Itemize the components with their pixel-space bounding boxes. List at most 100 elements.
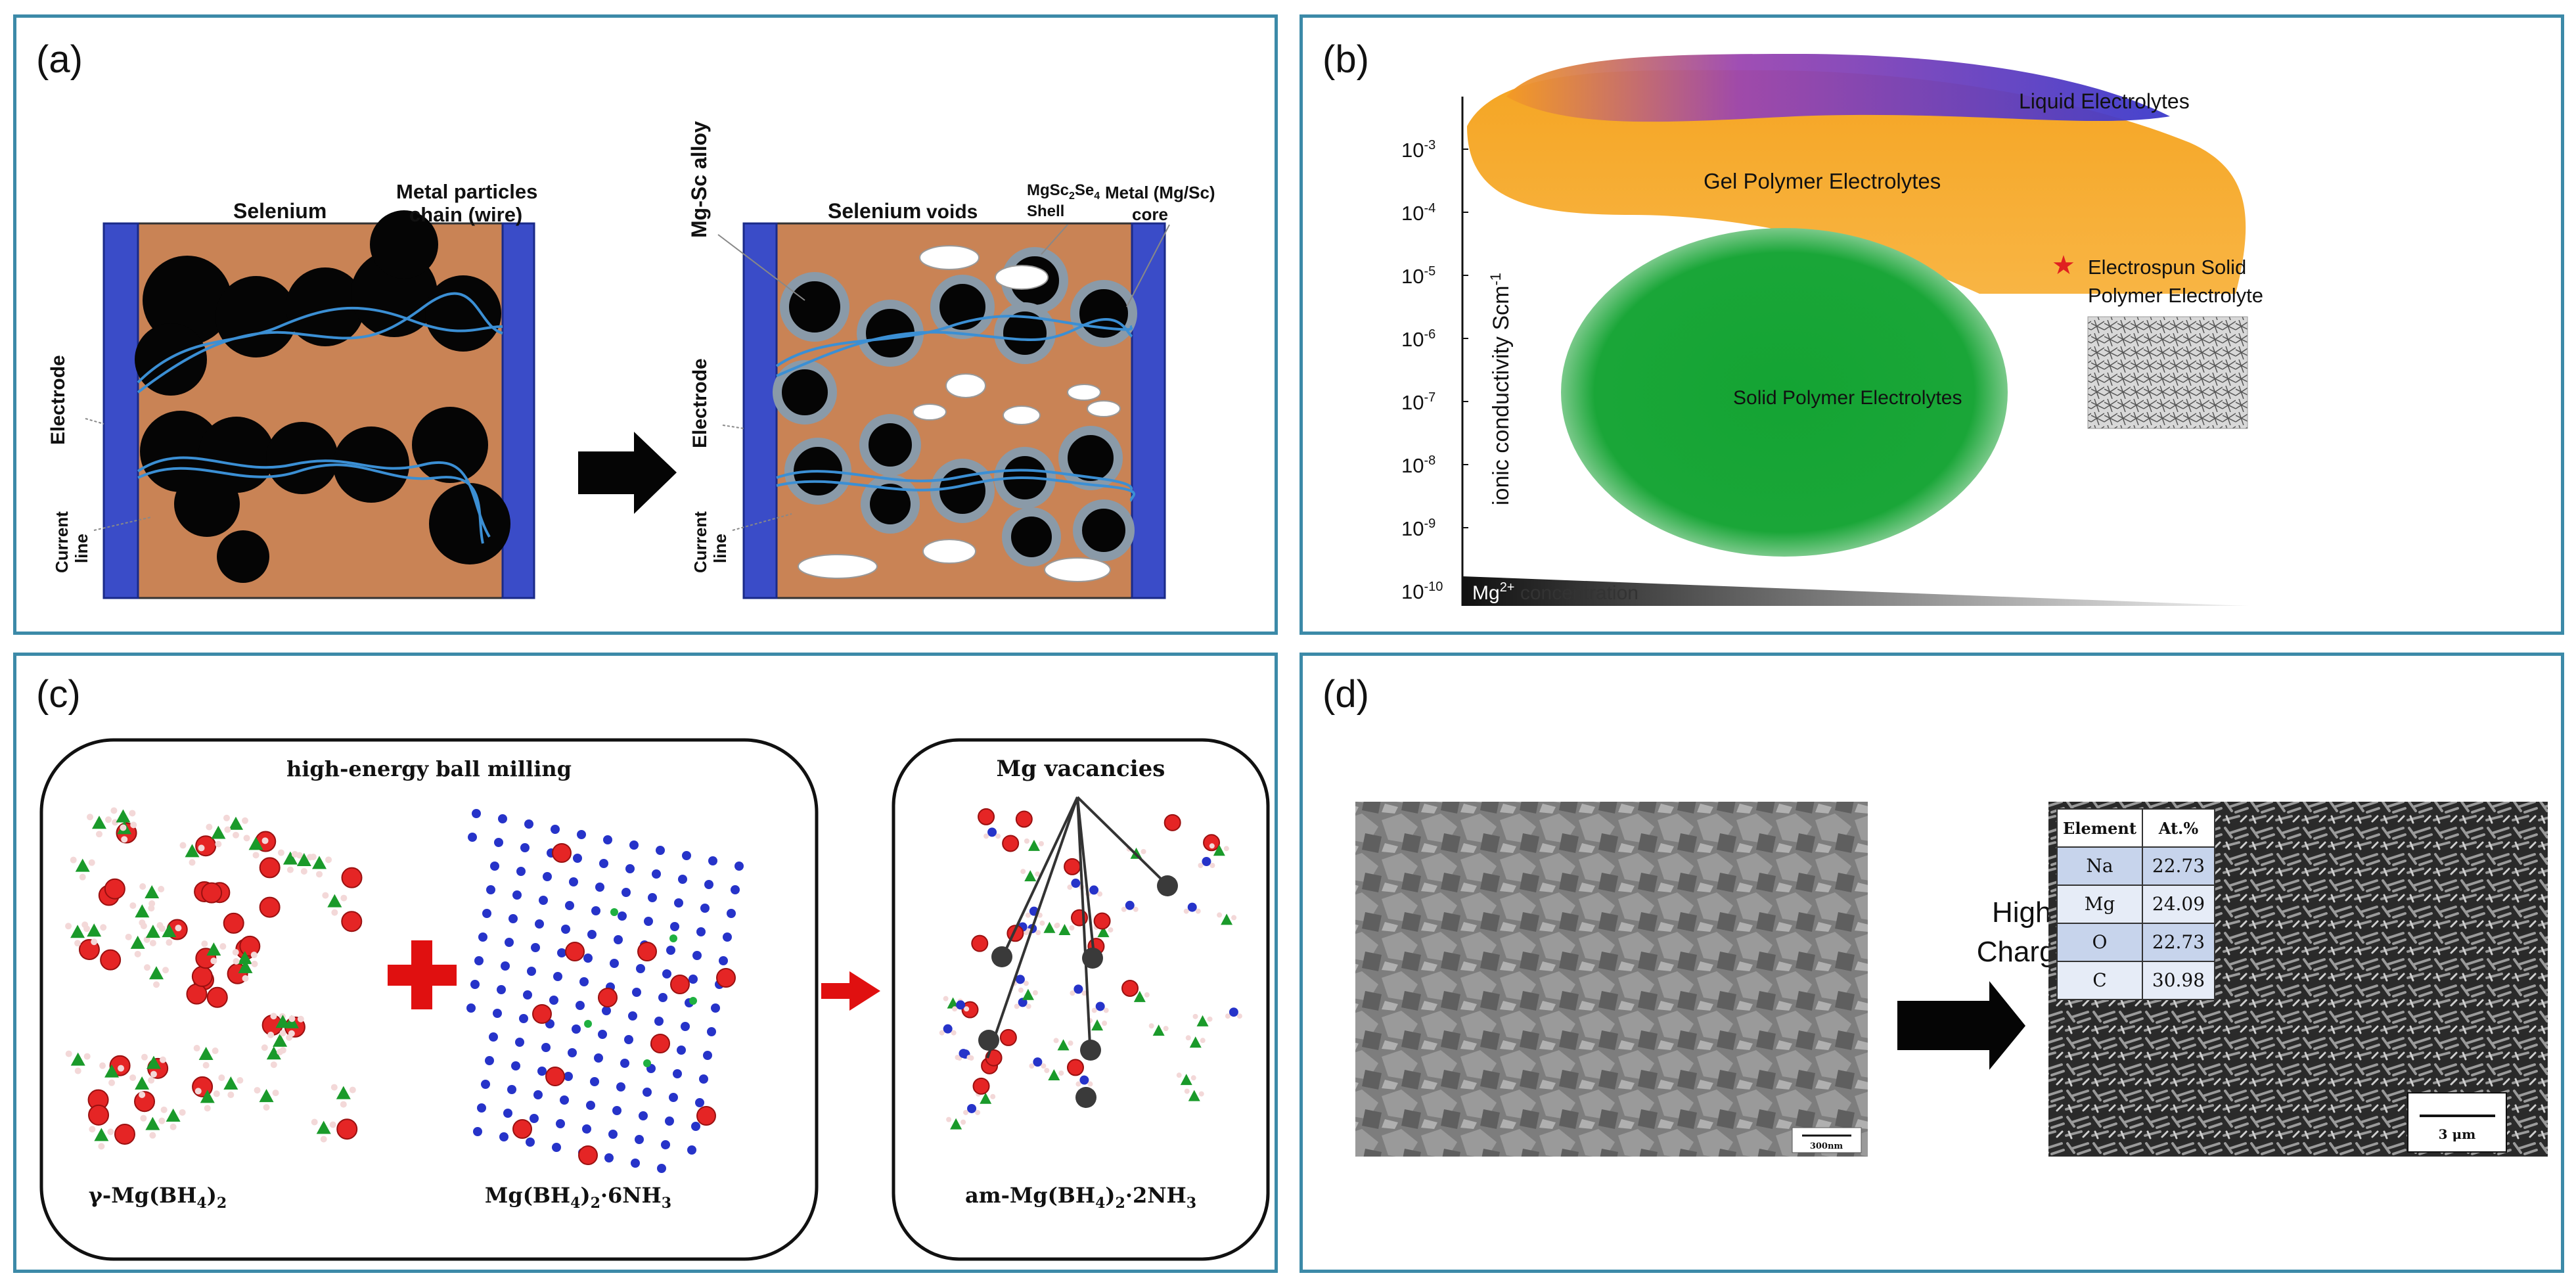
- n-atom: [489, 1032, 498, 1042]
- gel-region: [1467, 70, 2246, 294]
- mg-atom: [206, 986, 228, 1008]
- n-atom: [620, 1059, 629, 1068]
- y-tick-label: 10-10: [1401, 580, 1443, 603]
- n-atom: [527, 967, 536, 976]
- bh4-unit: [70, 856, 95, 881]
- mg-atom: [259, 857, 281, 879]
- bh4-unit: [1176, 1072, 1196, 1086]
- n-atom: [499, 1132, 508, 1141]
- vacancies-title: Mg vacancies: [997, 756, 1165, 782]
- bh4-unit: [1192, 1013, 1213, 1026]
- n-atom: [556, 1119, 565, 1128]
- n-atom: [519, 1014, 528, 1023]
- n-atom: [658, 993, 667, 1002]
- n-atom: [533, 1090, 543, 1099]
- voids-label: voids: [926, 201, 978, 223]
- bh4-unit: [1054, 923, 1075, 936]
- table-row: [2056, 961, 2215, 1000]
- n-atom: [665, 1116, 674, 1126]
- mg-atom: [978, 808, 995, 825]
- charging-arrow: [1897, 981, 2025, 1070]
- n-atom: [560, 1095, 569, 1105]
- n-atom: [511, 1061, 520, 1070]
- table-cell: 22.73: [2152, 931, 2205, 953]
- n-atom: [703, 1051, 712, 1060]
- mg-atom: [341, 867, 363, 888]
- mg-atom: [104, 878, 125, 900]
- bh4-unit: [160, 1106, 186, 1130]
- n-atom: [644, 917, 653, 926]
- n-atom: [599, 859, 608, 868]
- bh4-unit: [194, 1088, 220, 1112]
- panel-d: (d) 300nm High V Charging 3 μm Element: [1299, 653, 2564, 1273]
- current-label-right-2: line: [710, 534, 730, 563]
- current-lines-left: [137, 292, 503, 544]
- mg-atom: [696, 1106, 716, 1126]
- mg-atom: [341, 911, 363, 932]
- n-atom: [573, 854, 582, 863]
- n-atom: [590, 1077, 599, 1086]
- n-atom: [632, 988, 641, 997]
- n-atom: [711, 1003, 720, 1013]
- mg-atom: [999, 1028, 1017, 1046]
- n-atom: [515, 1038, 524, 1047]
- table-cell: 30.98: [2152, 969, 2205, 991]
- bh4-unit: [140, 1115, 166, 1139]
- n-atom: [526, 1138, 535, 1147]
- n-atom: [594, 1053, 603, 1063]
- bh4-unit: [86, 814, 112, 838]
- panel-a: (a) Selenium Metal particles chain (wire…: [13, 14, 1278, 635]
- nh3-unit: [1225, 1007, 1242, 1019]
- n-atom: [503, 1109, 512, 1118]
- metal-chain-label-2: chain (wire): [409, 203, 522, 226]
- n-atom: [731, 885, 740, 894]
- y-ticks: 10-310-410-510-610-710-810-910-10: [1401, 138, 1468, 603]
- mg-atom: [650, 1034, 670, 1053]
- liquid-region: [1506, 54, 2170, 122]
- n-atom: [691, 1122, 700, 1131]
- bh4-unit: [144, 964, 169, 988]
- n-atom: [648, 893, 657, 902]
- nh3-unit: [955, 1049, 972, 1061]
- scale-bar-box-left: [1792, 1127, 1862, 1153]
- b-atom: [584, 1020, 592, 1028]
- mg-atom: [598, 988, 618, 1007]
- mgsc-alloy-label: Mg-Sc alloy: [687, 121, 711, 238]
- n-atom: [549, 996, 558, 1005]
- n-atom: [612, 1106, 621, 1115]
- y-tick-label: 10-3: [1401, 138, 1435, 162]
- bh4-unit: [193, 1045, 219, 1069]
- n-atom: [681, 1022, 690, 1031]
- mg-atom: [637, 942, 657, 961]
- nh3-unit: [1121, 900, 1139, 912]
- n-atom: [591, 906, 600, 915]
- mg-atom: [201, 882, 223, 904]
- n-atom: [636, 964, 645, 973]
- mg-atom: [716, 968, 736, 988]
- bh4-unit: [89, 1126, 114, 1150]
- milling-title: high-energy ball milling: [286, 756, 572, 781]
- n-atom: [583, 954, 593, 963]
- bh4-unit: [270, 1013, 296, 1037]
- bh4-unit: [206, 823, 231, 848]
- y-tick-label: 10-7: [1401, 390, 1435, 414]
- bh4-unit: [1044, 1067, 1064, 1080]
- nh3-unit: [1091, 1001, 1109, 1013]
- n-atom: [723, 932, 732, 942]
- plus-icon: [388, 940, 457, 1009]
- n-atom: [707, 1027, 716, 1036]
- n-atom: [661, 1140, 670, 1149]
- n-atom: [616, 1082, 625, 1092]
- n-atom: [553, 972, 562, 981]
- amorphous-structure: [939, 808, 1242, 1130]
- gamma-structure: [65, 807, 363, 1150]
- panel-label-d: (d): [1322, 673, 1369, 716]
- y-tick-label: 10-8: [1401, 453, 1435, 477]
- bh4-unit: [261, 1044, 286, 1069]
- electrode-right-b: [1131, 222, 1166, 599]
- mg-atom: [186, 983, 208, 1005]
- scale-bar-left: 300nm: [1810, 1141, 1843, 1151]
- n-atom: [582, 1124, 591, 1134]
- n-atom: [470, 980, 480, 989]
- bh4-unit: [129, 902, 155, 927]
